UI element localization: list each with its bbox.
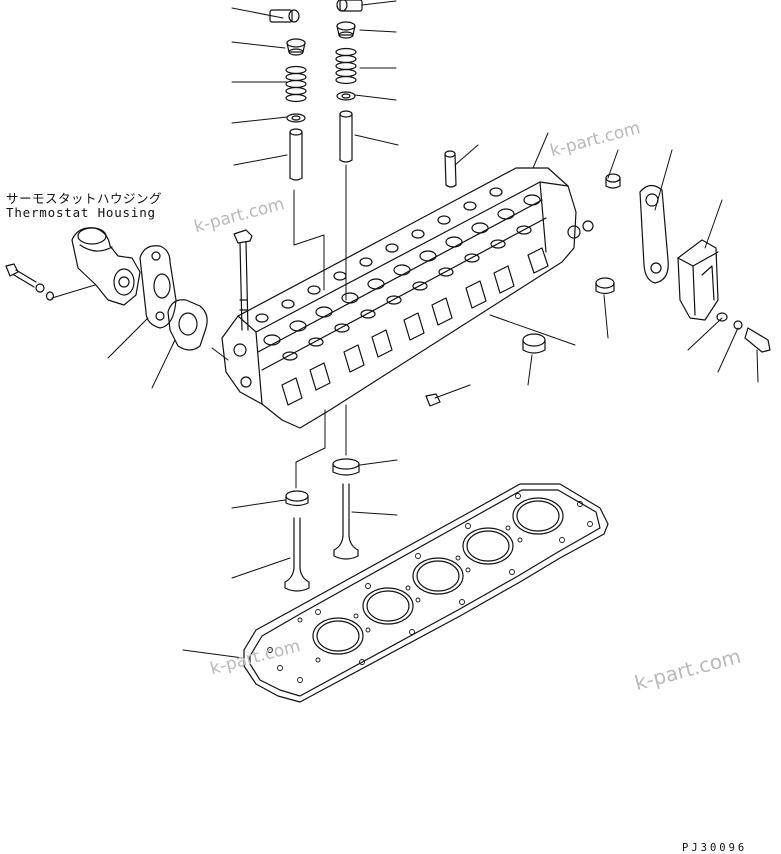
bracket-bolt <box>716 312 771 353</box>
head-bolt-bosses <box>255 187 541 361</box>
thermostat-bolt <box>5 263 55 301</box>
cylinder-head-plug <box>605 173 621 189</box>
left-spring-seat-washer <box>286 113 306 123</box>
small-plug <box>425 393 441 407</box>
left-rocker-cap <box>269 9 300 23</box>
head-gasket <box>243 483 609 703</box>
lifting-bracket <box>639 184 669 284</box>
right-spring-seat-washer <box>336 91 356 101</box>
right-valve-guide <box>339 110 353 163</box>
thermostat-housing-label-jp: サーモスタットハウジング <box>6 191 163 206</box>
mounting-bracket <box>677 239 719 321</box>
cylinder-head <box>221 167 594 429</box>
left-valve-stack <box>269 9 307 181</box>
exhaust-valve <box>333 483 359 560</box>
injector-sleeve <box>444 150 457 188</box>
gasket-bores <box>312 497 564 655</box>
valve-seal-left <box>285 490 309 507</box>
right-rocker-cap <box>336 0 363 12</box>
thermostat-housing <box>71 227 141 306</box>
head-end-face <box>233 220 594 388</box>
right-valve-stack <box>335 0 363 163</box>
drawing-code: PJ30096 <box>682 842 748 854</box>
head-bolt <box>233 229 253 331</box>
expansion-plugs <box>522 277 615 354</box>
gasket-holes <box>267 493 593 683</box>
exhaust-ports <box>281 247 549 406</box>
left-spring-retainer <box>286 38 306 56</box>
left-valve-spring <box>285 65 307 103</box>
thermostat-housing-label-en: Thermostat Housing <box>6 205 156 220</box>
valve-seal-right <box>332 458 360 476</box>
intake-valve <box>284 517 310 592</box>
left-valve-guide <box>289 128 303 181</box>
leader-lines <box>51 0 759 659</box>
right-spring-retainer <box>336 21 356 39</box>
thermostat-gasket <box>167 299 208 351</box>
right-valve-spring <box>335 47 357 85</box>
thermostat-gasket-plate <box>139 245 177 329</box>
